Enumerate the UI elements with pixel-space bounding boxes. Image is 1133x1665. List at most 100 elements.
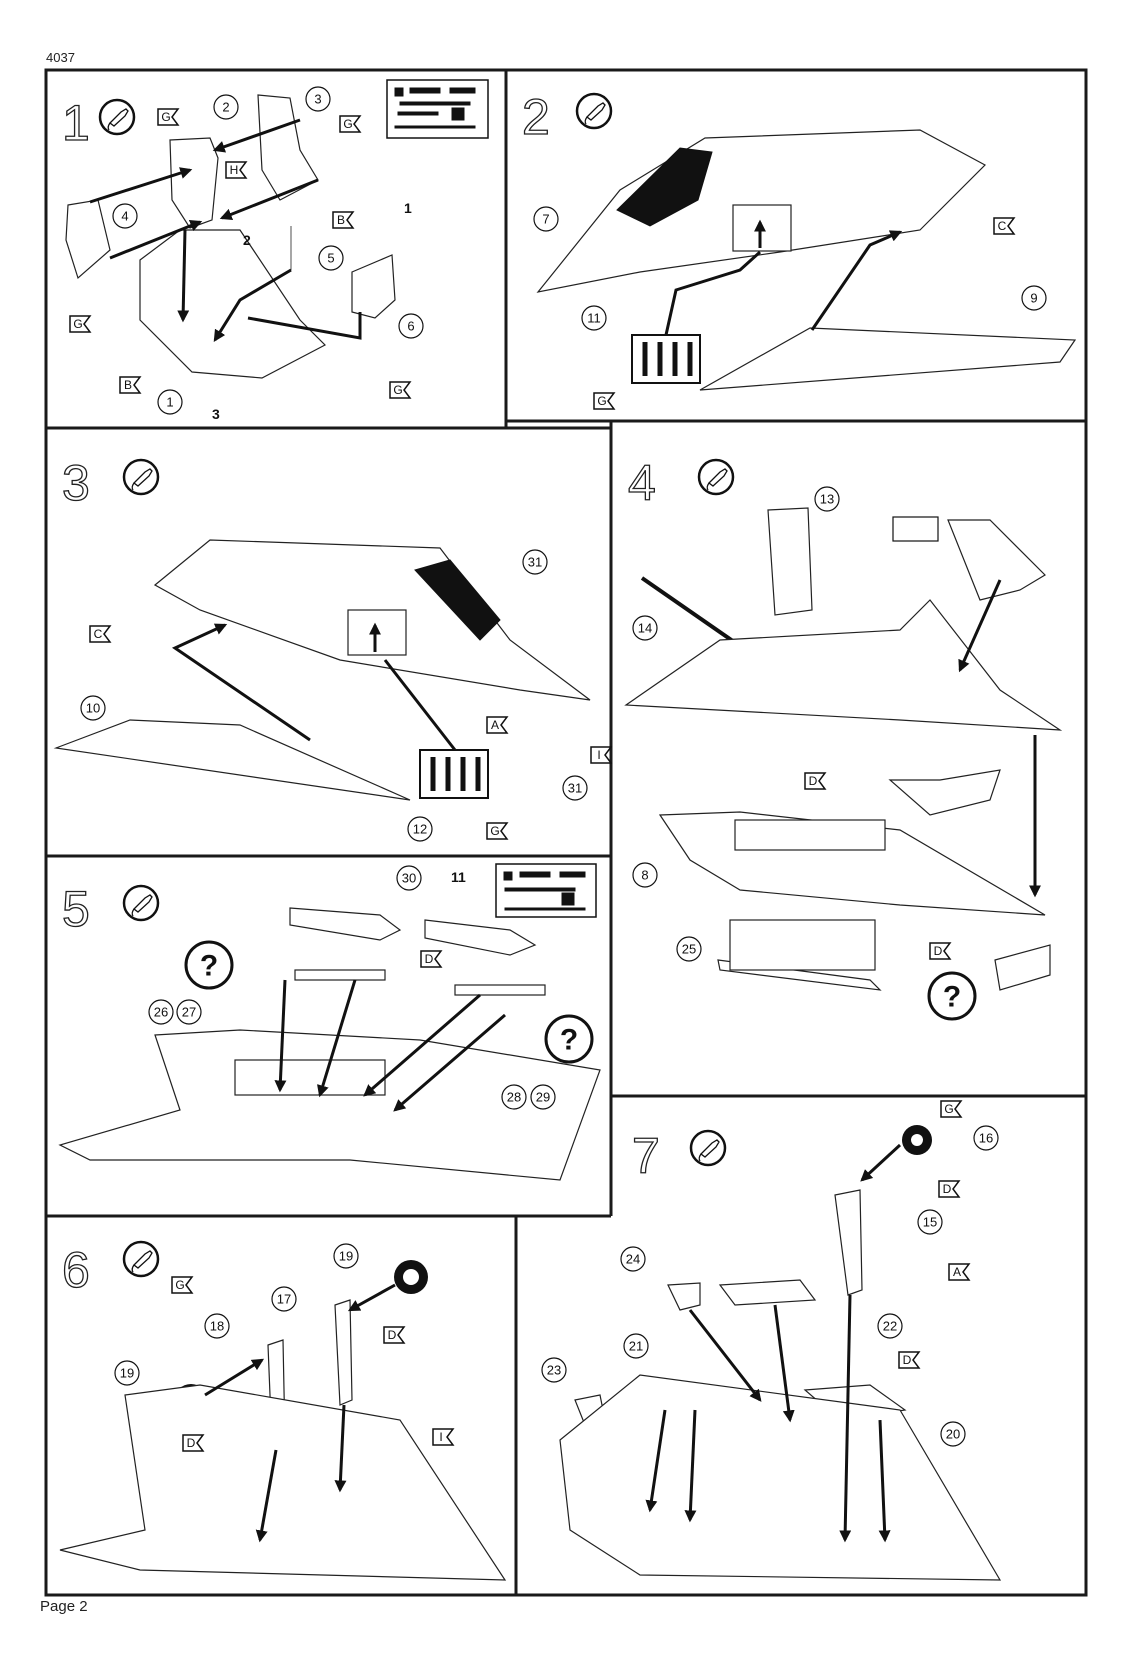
step-7-panel: 7 G 16 D 15 A 24 22 21 D 23 20 [541, 1100, 1002, 1581]
part-6-panel [351, 254, 396, 319]
svg-text:27: 27 [182, 1005, 196, 1020]
svg-text:29: 29 [536, 1090, 550, 1105]
svg-text:25: 25 [682, 942, 696, 957]
svg-text:18: 18 [210, 1319, 224, 1334]
flag-G: G [593, 392, 616, 410]
svg-text:D: D [187, 1436, 196, 1450]
svg-text:23: 23 [547, 1363, 561, 1378]
bay-doors [234, 1059, 386, 1096]
canopy-part [947, 519, 1046, 601]
svg-text:4: 4 [121, 209, 128, 224]
label-1: 1 [404, 200, 412, 216]
svg-text:15: 15 [923, 1215, 937, 1230]
flag-G: G [69, 315, 92, 333]
flag-I: I [590, 746, 613, 764]
flag-A: A [486, 716, 509, 734]
part-14-strip [640, 576, 742, 648]
svg-text:31: 31 [568, 781, 582, 796]
callout-18: 18 [204, 1313, 230, 1339]
gear-leg-15 [834, 1189, 863, 1296]
part-24-door [667, 1282, 701, 1311]
missile-30 [289, 907, 402, 941]
callout-15: 15 [917, 1209, 943, 1235]
panel-frames [44, 68, 1088, 1597]
svg-text:G: G [343, 117, 352, 131]
svg-text:?: ? [943, 981, 961, 1014]
flag-C: C [993, 217, 1016, 235]
svg-text:20: 20 [946, 1427, 960, 1442]
rack-28-29 [454, 984, 546, 996]
lower-fuselage [58, 1029, 601, 1181]
svg-text:13: 13 [820, 492, 834, 507]
svg-text:6: 6 [407, 319, 414, 334]
callout-12: 12 [407, 816, 433, 842]
glue-tube-icon [575, 92, 613, 130]
page-number: Page 2 [40, 1598, 88, 1615]
glue-tube-icon [689, 1129, 727, 1167]
svg-text:H: H [230, 163, 239, 177]
callout-23: 23 [541, 1357, 567, 1383]
callout-8: 8 [632, 862, 658, 888]
step-2-panel: 2 7 C 9 11 G [521, 88, 1077, 410]
wheel-19 [394, 1260, 428, 1294]
step-number: 4 [628, 455, 656, 511]
callout-28: 28 [501, 1084, 527, 1110]
callout-11: 11 [581, 305, 607, 331]
svg-text:3: 3 [314, 92, 321, 107]
bay-wall [729, 919, 876, 971]
fuselage-assembly [624, 599, 1063, 731]
flag-C: C [89, 625, 112, 643]
label-2: 2 [243, 232, 251, 248]
svg-text:G: G [597, 394, 606, 408]
callout-3: 3 [305, 86, 331, 112]
part-2-seat-back [169, 137, 219, 229]
svg-text:G: G [490, 824, 499, 838]
svg-text:?: ? [200, 950, 218, 983]
flag-B: B [332, 211, 355, 229]
part-13-fin [767, 507, 813, 616]
canopy-window [414, 559, 501, 641]
kit-code: 4037 [46, 50, 75, 65]
step-number: 7 [632, 1128, 660, 1184]
flag-G: G [157, 108, 180, 126]
svg-text:1: 1 [166, 395, 173, 410]
svg-text:19: 19 [339, 1249, 353, 1264]
svg-text:B: B [124, 378, 132, 392]
step-number: 1 [62, 95, 90, 151]
svg-text:22: 22 [883, 1319, 897, 1334]
svg-text:G: G [175, 1278, 184, 1292]
callout-29: 29 [530, 1084, 556, 1110]
svg-text:5: 5 [327, 251, 334, 266]
step-5-panel: 5 30 11 ? D 26 27 ? 28 29 [58, 863, 601, 1181]
callout-2: 2 [213, 94, 239, 120]
svg-text:14: 14 [638, 621, 652, 636]
flag-G: G [339, 115, 362, 133]
svg-text:I: I [597, 748, 600, 762]
flag-D: D [804, 772, 827, 790]
question-mark-icon: ? [544, 1014, 594, 1064]
svg-text:I: I [439, 1430, 442, 1444]
callout-31: 31 [562, 775, 588, 801]
wheel-16 [902, 1125, 932, 1155]
flag-D: D [929, 942, 952, 960]
flag-G: G [389, 381, 412, 399]
svg-text:11: 11 [587, 311, 601, 326]
flag-H: H [225, 161, 248, 179]
decal-sheet-icon [495, 863, 597, 918]
callout-14: 14 [632, 615, 658, 641]
callout-19: 19 [333, 1243, 359, 1269]
callout-10: 10 [80, 695, 106, 721]
flag-D: D [898, 1351, 921, 1369]
svg-text:8: 8 [641, 868, 648, 883]
svg-text:G: G [73, 317, 82, 331]
part-9-wing [699, 327, 1077, 391]
step-number: 3 [62, 455, 90, 511]
svg-text:D: D [388, 1328, 397, 1342]
flag-I: I [432, 1428, 455, 1446]
svg-text:G: G [393, 383, 402, 397]
svg-text:28: 28 [507, 1090, 521, 1105]
svg-text:16: 16 [979, 1131, 993, 1146]
flag-D: D [420, 950, 443, 968]
flag-D: D [938, 1180, 961, 1198]
lower-fuselage [559, 1374, 1002, 1581]
